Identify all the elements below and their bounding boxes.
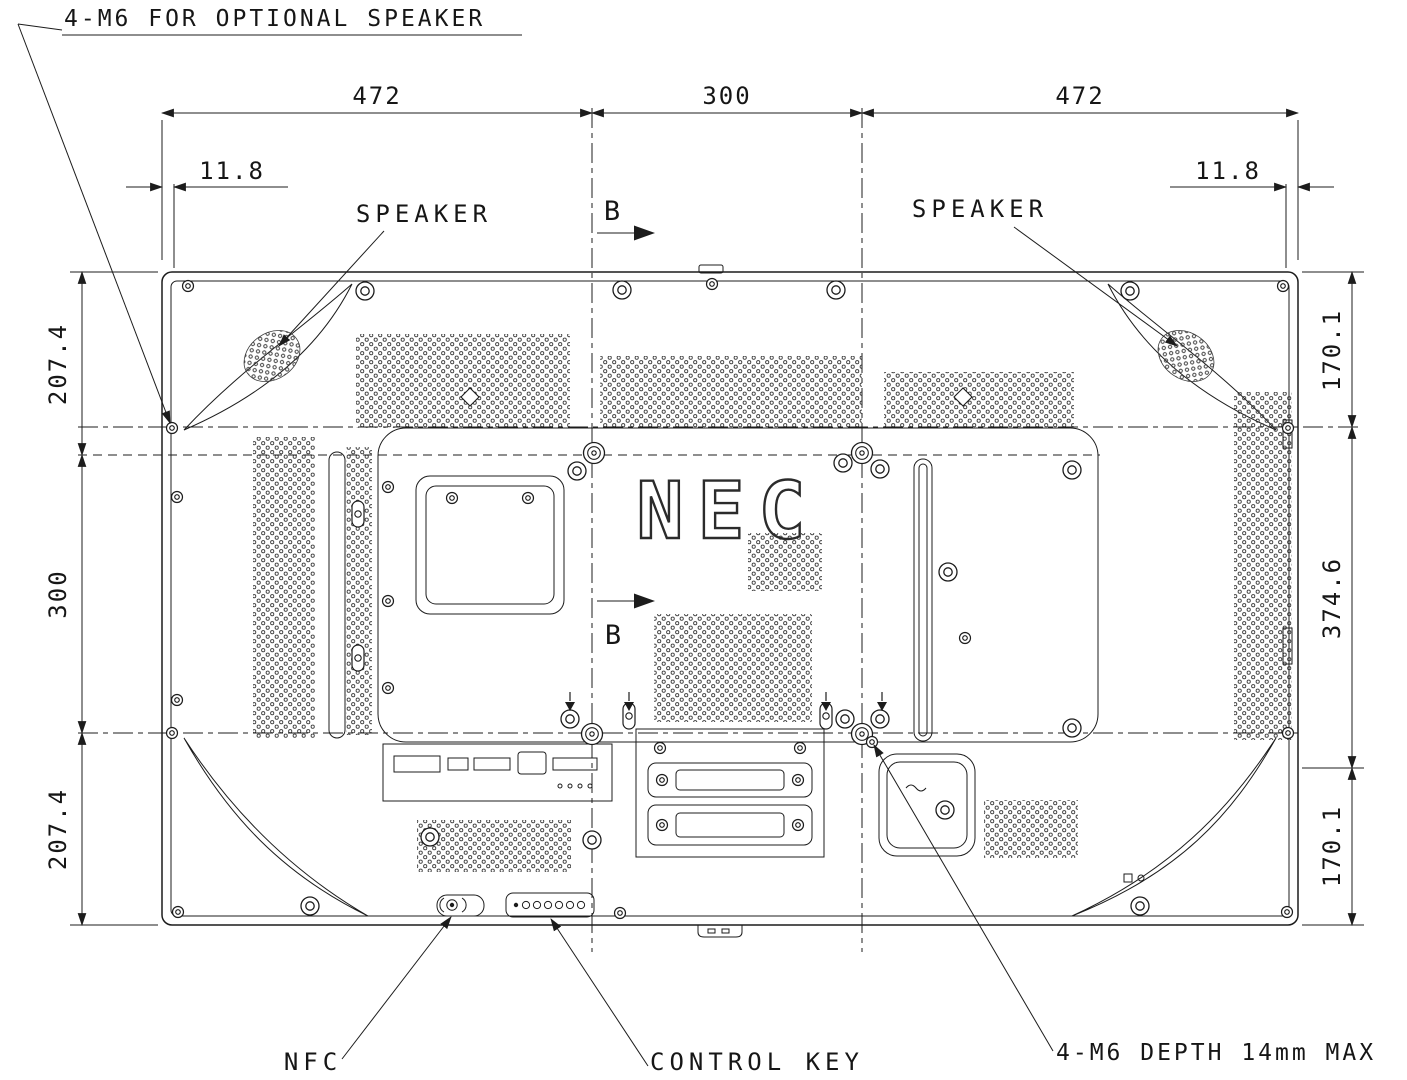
optional-speaker-note: 4-M6 FOR OPTIONAL SPEAKER <box>64 6 485 32</box>
edge-details <box>697 264 1145 938</box>
section-b-mid-label: B <box>605 620 621 651</box>
dim-right-bottom: 170.1 <box>1318 805 1346 887</box>
back-plate <box>328 419 1293 743</box>
speaker-grille-right <box>1157 330 1215 382</box>
annotation-labels: 4-M6 FOR OPTIONAL SPEAKER SPEAKER SPEAKE… <box>64 6 1376 1076</box>
connector-panel <box>382 743 613 802</box>
dimension-lines <box>77 108 1357 927</box>
section-markers: B B <box>597 196 655 651</box>
speaker-label-left: SPEAKER <box>356 200 492 228</box>
dim-left-bottom: 207.4 <box>44 788 72 870</box>
annotation-leaders <box>17 23 1178 1067</box>
dim-offset-right: 11.8 <box>1195 157 1261 185</box>
dim-left-top: 207.4 <box>44 323 72 405</box>
mounting-bracket <box>878 753 976 857</box>
control-key-label: CONTROL KEY <box>650 1048 864 1076</box>
terminal-box <box>635 728 825 858</box>
dim-offset-left: 11.8 <box>199 157 265 185</box>
vent-perforation-areas <box>253 334 1292 872</box>
control-key-strip <box>505 892 595 918</box>
dim-right-top: 170.1 <box>1318 309 1346 391</box>
dim-top-mid: 300 <box>702 82 751 110</box>
dim-left-mid: 300 <box>44 569 72 618</box>
diamond-cutouts <box>460 387 973 407</box>
speaker-label-right: SPEAKER <box>912 195 1048 223</box>
dim-top-right: 472 <box>1055 82 1104 110</box>
nfc-area <box>436 894 485 917</box>
dim-right-mid: 374.6 <box>1318 557 1346 639</box>
section-b-top-label: B <box>604 196 620 227</box>
depth-note: 4-M6 DEPTH 14mm MAX <box>1056 1040 1376 1066</box>
dimension-values: 472 300 472 11.8 11.8 207.4 300 207.4 17… <box>44 82 1346 887</box>
nfc-label: NFC <box>284 1048 342 1076</box>
nec-logo: NEC <box>637 467 820 557</box>
speaker-grille-left <box>243 330 301 382</box>
dim-top-left: 472 <box>352 82 401 110</box>
